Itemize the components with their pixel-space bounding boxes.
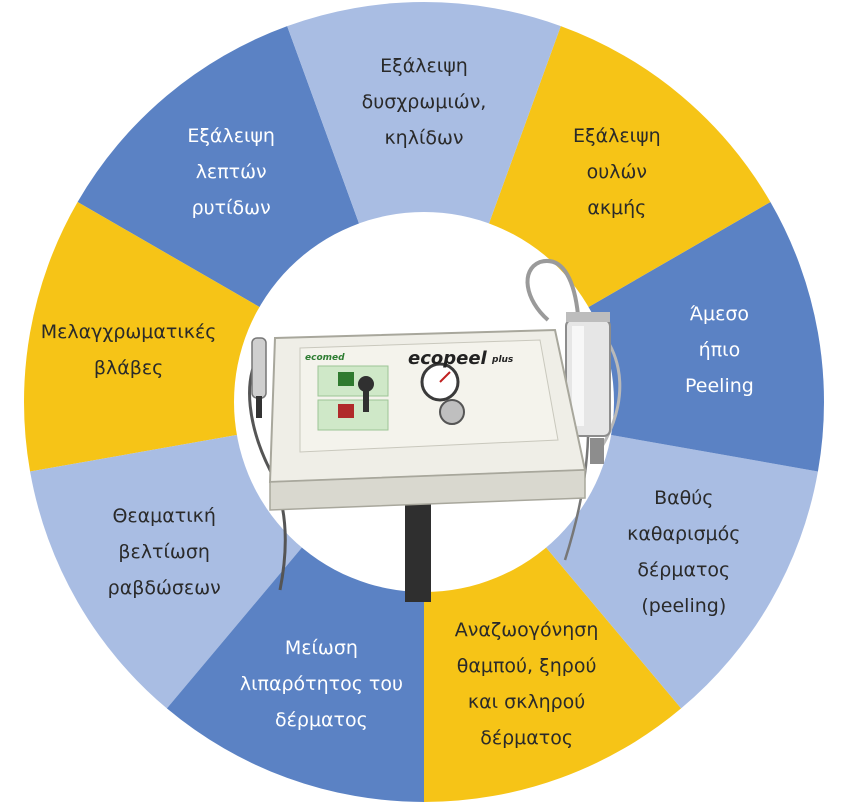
segment-label-wrinkles: Εξάλειψη λεπτών ρυτίδων	[187, 125, 275, 219]
segment-label-line: βελτίωση	[118, 541, 210, 563]
segment-label-line: Βαθύς	[654, 487, 713, 509]
segment-label-line: δέρματος	[275, 708, 368, 730]
segment-label-line: καθαρισμός	[627, 523, 740, 545]
segment-label-stretch-marks: Θεαματική βελτίωση ραβδώσεων	[108, 505, 221, 599]
device-image: ecomed ecopeel plus	[248, 258, 622, 602]
device-panel-label: ecomed	[305, 353, 345, 363]
segment-label-line: βλάβες	[94, 356, 163, 378]
segment-label-line: και σκληρού	[468, 690, 585, 712]
segment-label-line: ήπιο	[699, 338, 741, 360]
segment-label-discoloration: Εξάλειψη δυσχρωμιών, κηλίδων	[362, 55, 487, 149]
segment-label-line: κηλίδων	[384, 127, 463, 149]
segment-label-line: Αναζωογόνηση	[455, 618, 599, 640]
segment-label-line: Εξάλειψη	[380, 55, 468, 77]
segment-label-line: Εξάλειψη	[573, 125, 661, 147]
segment-label-line: Μείωση	[285, 636, 358, 658]
segment-label-line: Άμεσο	[690, 302, 749, 324]
power-switch-green	[338, 372, 354, 386]
device-brand: ecopeel	[408, 348, 488, 369]
segment-label-line: ακμής	[587, 197, 646, 219]
segment-label-acne-scars: Εξάλειψη ουλών ακμής	[573, 125, 661, 219]
segment-label-line: Εξάλειψη	[187, 125, 275, 147]
power-switch-red	[338, 404, 354, 418]
device-stand	[405, 492, 431, 602]
segment-label-line: (peeling)	[641, 595, 726, 617]
segment-discoloration	[287, 2, 561, 403]
segment-label-line: λεπτών	[196, 161, 267, 183]
segment-label-line: λιπαρότητος του	[240, 672, 403, 694]
segment-label-line: δέρματος	[637, 559, 730, 581]
segment-label-oiliness: Μείωση λιπαρότητος του δέρματος	[240, 636, 403, 730]
segment-label-deep-cleaning: Βαθύς καθαρισμός δέρματος (peeling)	[627, 487, 740, 617]
segment-label-line: Μελαγχρωματικές	[41, 320, 217, 342]
segment-label-pigmentation: Μελαγχρωματικές βλάβες	[41, 320, 217, 378]
segment-label-line: ρυτίδων	[192, 197, 271, 219]
segment-label-line: Θεαματική	[112, 505, 215, 527]
device-brand-suffix: plus	[491, 355, 514, 365]
segment-label-rejuvenation: Αναζωογόνηση θαμπού, ξηρού και σκληρού δέρμ…	[455, 618, 599, 748]
segment-label-line: θαμπού, ξηρού	[457, 654, 597, 676]
segment-label-line: δέρματος	[480, 726, 573, 748]
segment-label-line: ουλών	[587, 161, 647, 183]
segment-label-line: ραβδώσεων	[108, 577, 221, 599]
handpiece	[251, 337, 267, 399]
segment-label-line: δυσχρωμιών,	[362, 91, 487, 113]
joystick-knob	[358, 376, 374, 392]
control-knob	[439, 399, 465, 425]
segment-label-line: Peeling	[685, 374, 754, 396]
